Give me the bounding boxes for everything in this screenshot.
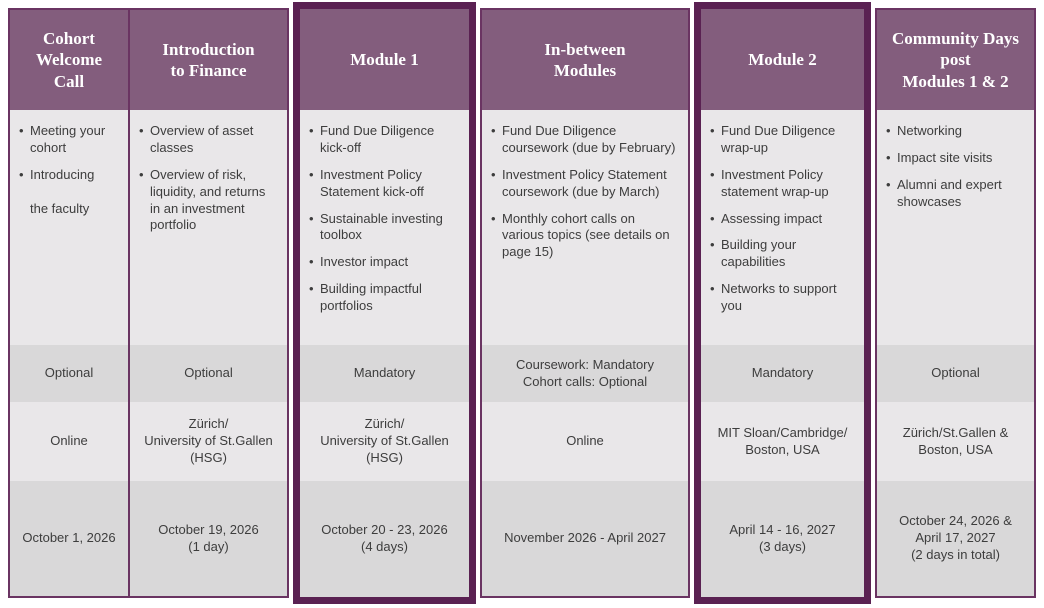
status-cell: Coursework: Mandatory Cohort calls: Opti… xyxy=(482,345,688,402)
dates-label: October 20 - 23, 2026 (4 days) xyxy=(321,522,448,554)
status-cell: Optional xyxy=(130,345,287,402)
dates-label: October 1, 2026 xyxy=(22,530,116,546)
bullet-item: Networks to support you xyxy=(708,281,856,315)
bullet-item: Networking xyxy=(884,123,1026,140)
dates-label: April 14 - 16, 2027 (3 days) xyxy=(729,522,836,554)
schedule-column-1: Cohort Welcome Call Meeting your cohortI… xyxy=(8,8,130,598)
location-cell: MIT Sloan/Cambridge/ Boston, USA xyxy=(701,402,864,481)
dates-cell: October 24, 2026 & April 17, 2027 (2 day… xyxy=(877,481,1034,596)
column-content: Fund Due Diligence wrap-upInvestment Pol… xyxy=(701,110,864,345)
location-cell: Zürich/St.Gallen & Boston, USA xyxy=(877,402,1034,481)
column-header: Community Days post Modules 1 & 2 xyxy=(877,10,1034,110)
location-cell: Online xyxy=(482,402,688,481)
location-label: Zürich/ University of St.Gallen (HSG) xyxy=(320,416,449,465)
bullet-list: Meeting your cohortIntroducing the facul… xyxy=(17,123,120,217)
bullet-list: Overview of asset classesOverview of ris… xyxy=(137,123,279,234)
bullet-list: Fund Due Diligence kick-offInvestment Po… xyxy=(307,123,461,315)
location-label: Zürich/ University of St.Gallen (HSG) xyxy=(144,416,273,465)
bullet-item: Monthly cohort calls on various topics (… xyxy=(489,211,680,262)
bullet-list: Fund Due Diligence coursework (due by Fe… xyxy=(489,123,680,261)
location-cell: Online xyxy=(10,402,128,481)
dates-cell: April 14 - 16, 2027 (3 days) xyxy=(701,481,864,597)
dates-label: October 19, 2026 (1 day) xyxy=(158,521,259,554)
bullet-item: Building your capabilities xyxy=(708,237,856,271)
status-label: Optional xyxy=(44,365,94,381)
location-label: Zürich/St.Gallen & Boston, USA xyxy=(902,424,1009,457)
bullet-item: Investment Policy statement wrap-up xyxy=(708,167,856,201)
schedule-column-6: Community Days post Modules 1 & 2 Networ… xyxy=(875,8,1036,598)
dates-cell: October 19, 2026 (1 day) xyxy=(130,481,287,596)
bullet-list: Fund Due Diligence wrap-upInvestment Pol… xyxy=(708,123,856,315)
bullet-item: Investment Policy Statement coursework (… xyxy=(489,167,680,201)
bullet-item: Overview of risk, liquidity, and returns… xyxy=(137,167,279,235)
location-cell: Zürich/ University of St.Gallen (HSG) xyxy=(130,402,287,481)
schedule-column-2: Introduction to Finance Overview of asse… xyxy=(128,8,289,598)
bullet-item: Overview of asset classes xyxy=(137,123,279,157)
bullet-item: Impact site visits xyxy=(884,150,1026,167)
bullet-item: Fund Due Diligence kick-off xyxy=(307,123,461,157)
column-content: Meeting your cohortIntroducing the facul… xyxy=(10,110,128,345)
status-label: Optional xyxy=(931,365,980,381)
location-label: Online xyxy=(50,433,88,449)
status-label: Coursework: Mandatory Cohort calls: Opti… xyxy=(516,356,654,389)
location-cell: Zürich/ University of St.Gallen (HSG) xyxy=(300,402,469,481)
status-label: Mandatory xyxy=(353,365,416,381)
column-content: NetworkingImpact site visitsAlumni and e… xyxy=(877,110,1034,345)
status-cell: Mandatory xyxy=(701,345,864,402)
schedule-column-5: Module 2 Fund Due Diligence wrap-upInves… xyxy=(694,2,871,604)
schedule-column-3: Module 1 Fund Due Diligence kick-offInve… xyxy=(293,2,476,604)
dates-label: October 24, 2026 & April 17, 2027 (2 day… xyxy=(899,513,1012,562)
dates-cell: October 1, 2026 xyxy=(10,481,128,596)
column-content: Overview of asset classesOverview of ris… xyxy=(130,110,287,345)
column-header: In-between Modules xyxy=(482,10,688,110)
status-label: Mandatory xyxy=(751,365,814,381)
dates-cell: November 2026 - April 2027 xyxy=(482,481,688,596)
bullet-item: Building impactful portfolios xyxy=(307,281,461,315)
column-content: Fund Due Diligence kick-offInvestment Po… xyxy=(300,110,469,345)
column-header: Cohort Welcome Call xyxy=(10,10,128,110)
bullet-item: Alumni and expert showcases xyxy=(884,177,1026,211)
status-label: Optional xyxy=(184,365,233,381)
location-label: MIT Sloan/Cambridge/ Boston, USA xyxy=(717,424,848,457)
dates-cell: October 20 - 23, 2026 (4 days) xyxy=(300,481,469,597)
column-content: Fund Due Diligence coursework (due by Fe… xyxy=(482,110,688,345)
status-cell: Mandatory xyxy=(300,345,469,402)
column-header: Module 2 xyxy=(701,9,864,110)
bullet-item: Sustainable investing toolbox xyxy=(307,211,461,245)
status-cell: Optional xyxy=(877,345,1034,402)
schedule-column-4: In-between Modules Fund Due Diligence co… xyxy=(480,8,690,598)
bullet-item: Introducing the faculty xyxy=(17,167,120,218)
bullet-item: Fund Due Diligence wrap-up xyxy=(708,123,856,157)
location-label: Online xyxy=(566,433,604,449)
dates-label: November 2026 - April 2027 xyxy=(504,530,666,546)
status-cell: Optional xyxy=(10,345,128,402)
bullet-list: NetworkingImpact site visitsAlumni and e… xyxy=(884,123,1026,211)
bullet-item: Assessing impact xyxy=(708,211,856,228)
bullet-item: Meeting your cohort xyxy=(17,123,120,157)
bullet-item: Investor impact xyxy=(307,254,461,271)
column-header: Introduction to Finance xyxy=(130,10,287,110)
bullet-item: Investment Policy Statement kick-off xyxy=(307,167,461,201)
bullet-item: Fund Due Diligence coursework (due by Fe… xyxy=(489,123,680,157)
column-header: Module 1 xyxy=(300,9,469,110)
